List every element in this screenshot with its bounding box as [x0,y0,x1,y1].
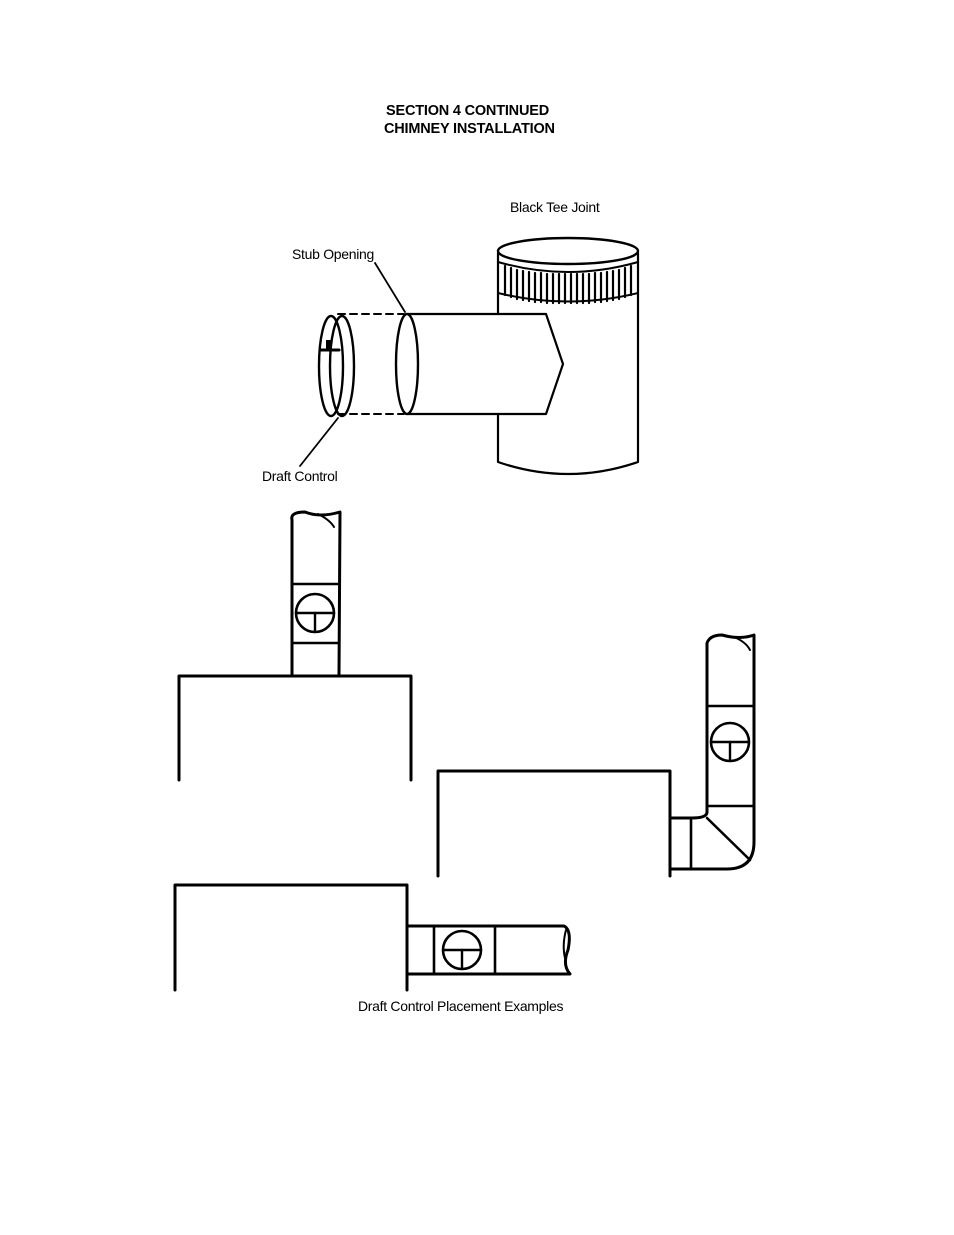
example-vertical [179,512,411,780]
tee-top-rim [498,238,638,264]
tee-band-bottom [498,293,638,302]
stove-3 [175,885,407,990]
stub-opening-leader [375,263,405,312]
draft-control-leader [300,418,338,466]
example-elbow [438,635,754,876]
draft-control-weight [326,340,332,350]
stove-2 [438,771,670,876]
tee-joint-figure [300,238,638,474]
stove-1 [179,676,411,780]
pipe-3 [408,926,570,974]
stub-opening-ring [396,314,418,414]
example-horizontal [175,885,570,990]
